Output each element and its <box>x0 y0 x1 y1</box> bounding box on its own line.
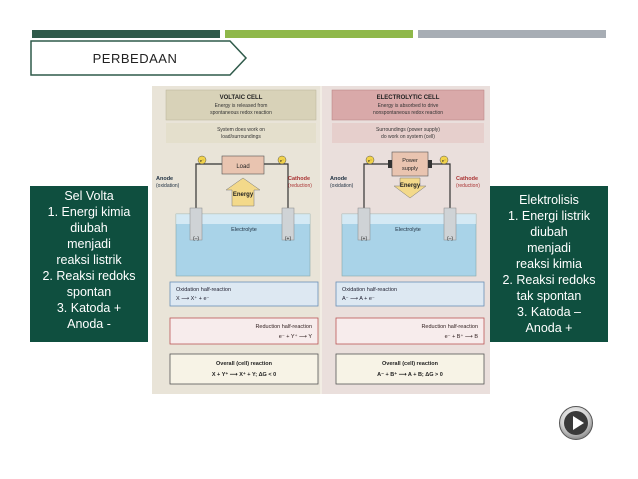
panel-line: diubah <box>530 225 568 239</box>
electrolytic-reduction-box <box>335 317 485 345</box>
voltaic-plus: (+) <box>285 236 292 242</box>
voltaic-electrolyte: Electrolyte <box>231 227 257 233</box>
electrolytic-anode-sub: (oxidation) <box>330 183 354 189</box>
electrolytic-oxidation-title: Oxidation half-reaction <box>342 287 397 293</box>
energy-up-arrow <box>225 177 261 207</box>
voltaic-reduction-box <box>169 317 319 345</box>
cell-comparison-diagram: VOLTAIC CELL Energy is released from spo… <box>152 86 490 394</box>
panel-line: 1. Energi kimia <box>47 205 131 219</box>
anode-electrode <box>357 207 371 241</box>
panel-line: diubah <box>70 221 108 235</box>
electron-label-voltaic-1: e⁻ <box>200 158 204 163</box>
electrolytic-reduction-title: Reduction half-reaction <box>421 324 478 330</box>
panel-line: Sel Volta <box>64 189 114 203</box>
electrolytic-subtitle-2: nonspontaneous redox reaction <box>373 110 443 116</box>
electrolytic-overall-title: Overall (cell) reaction <box>382 361 439 367</box>
electrolytic-electrolyte: Electrolyte <box>395 227 421 233</box>
elektrolisis-panel: Elektrolisis 1. Energi listrik diubah me… <box>490 186 608 342</box>
electron-label-electrolytic-2: e⁻ <box>442 158 446 163</box>
title-tag: PERBEDAAN <box>30 40 250 76</box>
voltaic-anode: Anode <box>156 176 173 182</box>
voltaic-overall-eq: X + Y⁺ ⟶ X⁺ + Y; ΔG < 0 <box>212 371 276 378</box>
voltaic-overall-title: Overall (cell) reaction <box>216 361 273 367</box>
electrolytic-overall-box <box>335 353 485 385</box>
panel-line: 2. Reaksi redoks <box>502 273 596 287</box>
electrolytic-minus: (–) <box>447 236 453 242</box>
sel-volta-panel: Sel Volta 1. Energi kimia diubah menjadi… <box>30 186 148 342</box>
panel-line: Elektrolisis <box>519 193 579 207</box>
cell-comparison-figure: VOLTAIC CELL Energy is released from spo… <box>152 86 490 394</box>
panel-line: 3. Katoda – <box>517 305 581 319</box>
voltaic-subtitle-2: spontaneous redox reaction <box>210 110 272 116</box>
electron-icon <box>197 155 207 165</box>
power-supply-label-2: supply <box>402 166 418 172</box>
electrolytic-reduction-eq: e⁻ + B⁺ ⟶ B <box>445 333 479 340</box>
voltaic-oxidation-eq: X ⟶ X⁺ + e⁻ <box>176 295 210 302</box>
voltaic-overall-box <box>169 353 319 385</box>
electrolytic-subtitle-1: Energy is absorbed to drive <box>378 103 439 109</box>
title-tag-shape <box>30 40 248 76</box>
power-supply-box <box>391 151 429 177</box>
header-bar-dark <box>32 30 220 38</box>
next-slide-button[interactable] <box>558 405 594 441</box>
panel-line: menjadi <box>527 241 571 255</box>
cathode-electrode <box>443 207 457 241</box>
anode-electrode <box>189 207 203 241</box>
electron-label-electrolytic-1: e⁻ <box>368 158 372 163</box>
electrolytic-anode: Anode <box>330 176 347 182</box>
voltaic-energy: Energy <box>233 192 254 198</box>
energy-down-arrow <box>393 177 427 199</box>
panel-line: Anoda - <box>67 317 111 331</box>
panel-line: 1. Energi listrik <box>508 209 590 223</box>
electron-icon <box>365 155 375 165</box>
electrolytic-cathode-sub: (reduction) <box>456 183 480 189</box>
panel-line: tak spontan <box>516 289 582 303</box>
electrolytic-overall-eq: A⁻ + B⁺ ⟶ A + B; ΔG > 0 <box>377 371 443 378</box>
voltaic-work-2: load/surroundings <box>221 134 261 140</box>
play-arrow-icon <box>559 406 593 440</box>
voltaic-title: VOLTAIC CELL <box>220 95 263 101</box>
electron-icon <box>439 155 449 165</box>
electrolytic-oxidation-eq: A⁻ ⟶ A + e⁻ <box>342 296 375 302</box>
voltaic-cathode-sub: (reduction) <box>288 183 312 189</box>
voltaic-subtitle-1: Energy is released from <box>215 103 268 109</box>
electrolytic-oxidation-box <box>335 281 485 307</box>
electrolytic-plus: (+) <box>361 236 368 242</box>
electron-icon <box>277 155 287 165</box>
header-bar-green <box>225 30 413 38</box>
panel-line: reaksi listrik <box>56 253 122 267</box>
panel-line: Anoda + <box>525 321 573 335</box>
page-title: PERBEDAAN <box>92 50 178 66</box>
voltaic-cathode: Cathode <box>288 176 310 182</box>
power-supply-label-1: Power <box>402 158 418 164</box>
panel-line: menjadi <box>67 237 111 251</box>
panel-line: spontan <box>66 285 112 299</box>
panel-line: 2. Reaksi redoks <box>42 269 136 283</box>
cathode-electrode <box>281 207 295 241</box>
voltaic-reduction-title: Reduction half-reaction <box>255 324 312 330</box>
voltaic-minus: (–) <box>193 236 199 242</box>
voltaic-work-1: System does work on <box>217 127 265 133</box>
electron-label-voltaic-2: e⁻ <box>280 158 284 163</box>
electrolytic-energy: Energy <box>400 183 421 189</box>
electrolytic-work-1: Surroundings (power supply) <box>376 127 440 133</box>
electrolytic-work-2: do work on system (cell) <box>381 134 435 140</box>
panel-line: reaksi kimia <box>516 257 582 271</box>
load-label: Load <box>236 164 249 170</box>
voltaic-oxidation-box <box>169 281 319 307</box>
header-bar-gray <box>418 30 606 38</box>
voltaic-anode-sub: (oxidation) <box>156 183 180 189</box>
panel-line: 3. Katoda + <box>56 301 122 315</box>
voltaic-oxidation-title: Oxidation half-reaction <box>176 287 231 293</box>
load-box <box>221 155 265 175</box>
electrolytic-cathode: Cathode <box>456 176 478 182</box>
voltaic-reduction-eq: e⁻ + Y⁺ ⟶ Y <box>279 333 313 340</box>
electrolytic-title: ELECTROLYTIC CELL <box>377 95 440 101</box>
